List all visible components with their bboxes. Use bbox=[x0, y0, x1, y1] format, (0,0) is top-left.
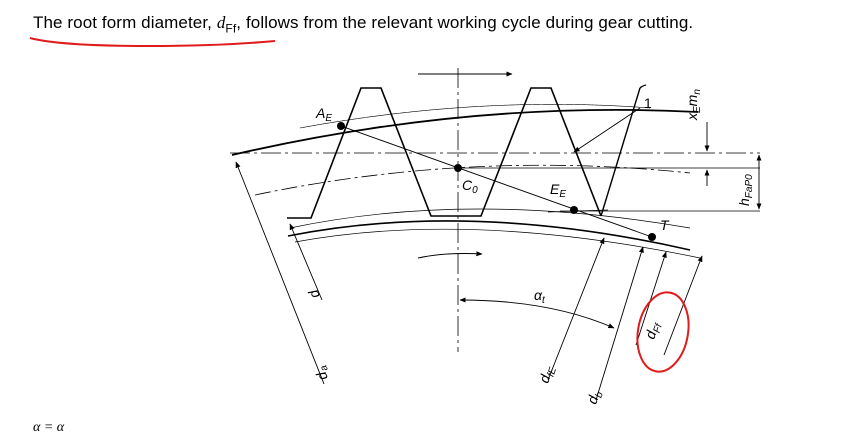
d-dimension-line bbox=[289, 223, 323, 301]
line-of-action bbox=[340, 125, 653, 238]
dFf-dimension-line-2 bbox=[663, 255, 703, 356]
form-circle-arc-1 bbox=[289, 208, 691, 229]
outer-thin-arc bbox=[299, 104, 651, 129]
tip-circle-arc bbox=[231, 108, 699, 156]
label-1: 1 bbox=[644, 95, 652, 111]
tool-rack-profile bbox=[287, 87, 602, 219]
label-d: d bbox=[305, 287, 323, 301]
heading-after: , follows from the relevant working cycl… bbox=[236, 13, 694, 32]
label-hFaP0: hFaP0 bbox=[736, 174, 755, 206]
label-db: db bbox=[584, 388, 606, 407]
label-xEmn: xEmn bbox=[684, 89, 703, 121]
label-A: AE bbox=[315, 105, 332, 124]
rack-tip-corner bbox=[639, 84, 647, 89]
label-alpha-t: αt bbox=[534, 287, 546, 306]
point-C bbox=[454, 164, 462, 172]
tangent-stub bbox=[547, 209, 609, 213]
alpha-arc bbox=[459, 297, 615, 329]
reference-circle-arc bbox=[254, 164, 691, 196]
label-E: EE bbox=[550, 181, 566, 200]
da-dimension-line bbox=[235, 161, 325, 385]
label-C: C0 bbox=[462, 177, 478, 196]
gear-rotation-arrow bbox=[417, 251, 483, 259]
dFf-dimension-line-1 bbox=[635, 251, 667, 346]
form-circle-arc-2 bbox=[287, 220, 691, 251]
root-circle-arc bbox=[294, 228, 701, 259]
label-da: da bbox=[311, 363, 334, 383]
leader-1 bbox=[573, 107, 641, 153]
point-T bbox=[648, 233, 656, 241]
heading: The root form diameter, dFf, follows fro… bbox=[33, 13, 693, 35]
highlight-ellipse bbox=[636, 291, 690, 373]
point-A bbox=[337, 122, 345, 130]
db-dimension-line bbox=[595, 246, 644, 401]
rack-flank-1 bbox=[600, 87, 641, 217]
footer-formula: α = α bbox=[33, 420, 65, 435]
red-underline bbox=[29, 37, 276, 48]
label-T: T bbox=[660, 217, 670, 233]
label-dFf: dFf bbox=[642, 319, 666, 342]
heading-symbol: dFf bbox=[216, 13, 237, 36]
label-dfE: dfE bbox=[536, 363, 560, 386]
heading-before: The root form diameter, bbox=[33, 13, 217, 32]
point-E bbox=[570, 206, 578, 214]
dfE-dimension-line bbox=[547, 237, 605, 381]
